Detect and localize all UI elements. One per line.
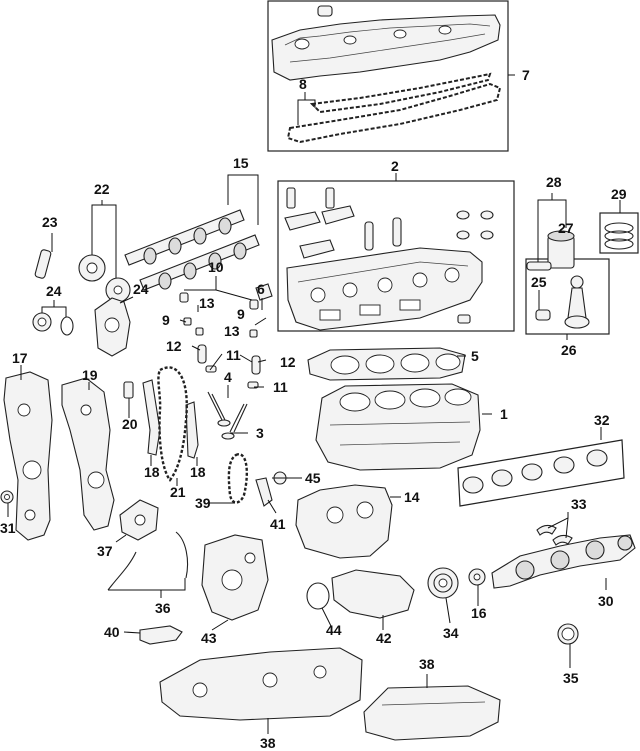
valve-cover-gasket-inner [309, 72, 492, 114]
timing-cover-outer [3, 371, 53, 541]
crank-pulley [427, 567, 459, 599]
callout-30: 30 [598, 593, 614, 609]
callout-42: 42 [376, 630, 392, 646]
callout-33: 33 [571, 496, 587, 512]
callout-34: 34 [443, 625, 459, 641]
callout-21: 21 [170, 484, 186, 500]
main-bearings [457, 439, 625, 507]
callout-12a: 12 [166, 338, 182, 354]
cam-sprocket-upper [78, 254, 106, 282]
callout-5: 5 [471, 348, 479, 364]
callout-20: 20 [122, 416, 138, 432]
front-crank-seal [0, 490, 14, 504]
cylinder-head-parts [284, 187, 494, 324]
valve-cover [271, 5, 501, 81]
cover-bolt-20 [123, 381, 134, 399]
valvetrain-parts [179, 283, 273, 440]
tensioner-45 [272, 471, 288, 485]
oil-control-valve [34, 249, 52, 279]
callout-31: 31 [0, 520, 16, 536]
callout-41: 41 [270, 516, 286, 532]
cylinder-head [286, 247, 483, 331]
engine-block [315, 383, 481, 471]
camshafts [124, 209, 260, 291]
water-pump-housing [201, 534, 269, 621]
callout-35: 35 [563, 670, 579, 686]
cam-seal-and-ring [32, 312, 74, 336]
callout-16: 16 [471, 605, 487, 621]
callout-37: 37 [97, 543, 113, 559]
callout-9a: 9 [162, 312, 170, 328]
chain-guide-41 [255, 477, 273, 507]
callout-15: 15 [233, 155, 249, 171]
callout-29: 29 [611, 186, 627, 202]
crankshaft [491, 534, 636, 589]
callout-8: 8 [299, 76, 307, 92]
callout-24a: 24 [46, 283, 62, 299]
callout-3: 3 [256, 425, 264, 441]
balance-shaft-assembly [295, 484, 393, 559]
coolant-hose-a [107, 551, 137, 591]
callout-26: 26 [561, 342, 577, 358]
callout-19: 19 [82, 367, 98, 383]
chain-guides [142, 379, 199, 459]
valve-cover-group-box [267, 0, 509, 152]
callout-43: 43 [201, 630, 217, 646]
timing-chain [157, 366, 188, 482]
callout-25: 25 [531, 274, 547, 290]
callout-27: 27 [558, 220, 574, 236]
callout-1: 1 [500, 406, 508, 422]
callout-28: 28 [546, 174, 562, 190]
callout-39: 39 [195, 495, 211, 511]
callout-36: 36 [155, 600, 171, 616]
pump-seal-44 [306, 582, 330, 610]
callout-18b: 18 [190, 464, 206, 480]
coolant-hose-b [175, 531, 189, 579]
callout-17: 17 [12, 350, 28, 366]
callout-12b: 12 [280, 354, 296, 370]
callout-11a: 11 [226, 347, 241, 363]
oil-filter-adapter [119, 499, 159, 541]
head-gasket [307, 347, 466, 381]
piston-assembly [526, 230, 575, 271]
callout-32: 32 [594, 412, 610, 428]
callout-38a: 38 [419, 656, 435, 672]
cam-timing-cover [94, 297, 131, 357]
callout-14: 14 [404, 489, 420, 505]
callout-45: 45 [305, 470, 321, 486]
connecting-rod [535, 275, 590, 329]
cam-sprocket-lower [105, 277, 131, 303]
thrust-washers [536, 524, 573, 546]
oil-pump-chain [227, 453, 248, 504]
callout-13b: 13 [224, 323, 240, 339]
crank-sprocket [468, 568, 486, 586]
valve-cover-gasket [286, 82, 502, 144]
callout-6: 6 [257, 281, 265, 297]
callout-4: 4 [224, 369, 232, 385]
callout-2: 2 [391, 158, 399, 174]
callout-9b: 9 [237, 306, 245, 322]
sensor-40 [139, 625, 183, 645]
callout-22: 22 [94, 181, 110, 197]
callout-7: 7 [522, 67, 530, 83]
callout-13a: 13 [199, 295, 215, 311]
rear-main-seal [557, 623, 579, 645]
callout-24b: 24 [133, 281, 149, 297]
callout-38b: 38 [260, 735, 276, 751]
upper-oil-pan [159, 647, 363, 721]
callout-40: 40 [104, 624, 120, 640]
callout-10: 10 [208, 259, 224, 275]
timing-cover-inner [61, 377, 115, 531]
lower-oil-pan [363, 685, 501, 741]
callout-44: 44 [326, 622, 342, 638]
callout-23: 23 [42, 214, 58, 230]
oil-strainer-42 [331, 569, 415, 619]
callout-18a: 18 [144, 464, 160, 480]
leader-lines [7, 74, 621, 734]
callout-11b: 11 [273, 379, 288, 395]
piston-rings [599, 212, 639, 254]
